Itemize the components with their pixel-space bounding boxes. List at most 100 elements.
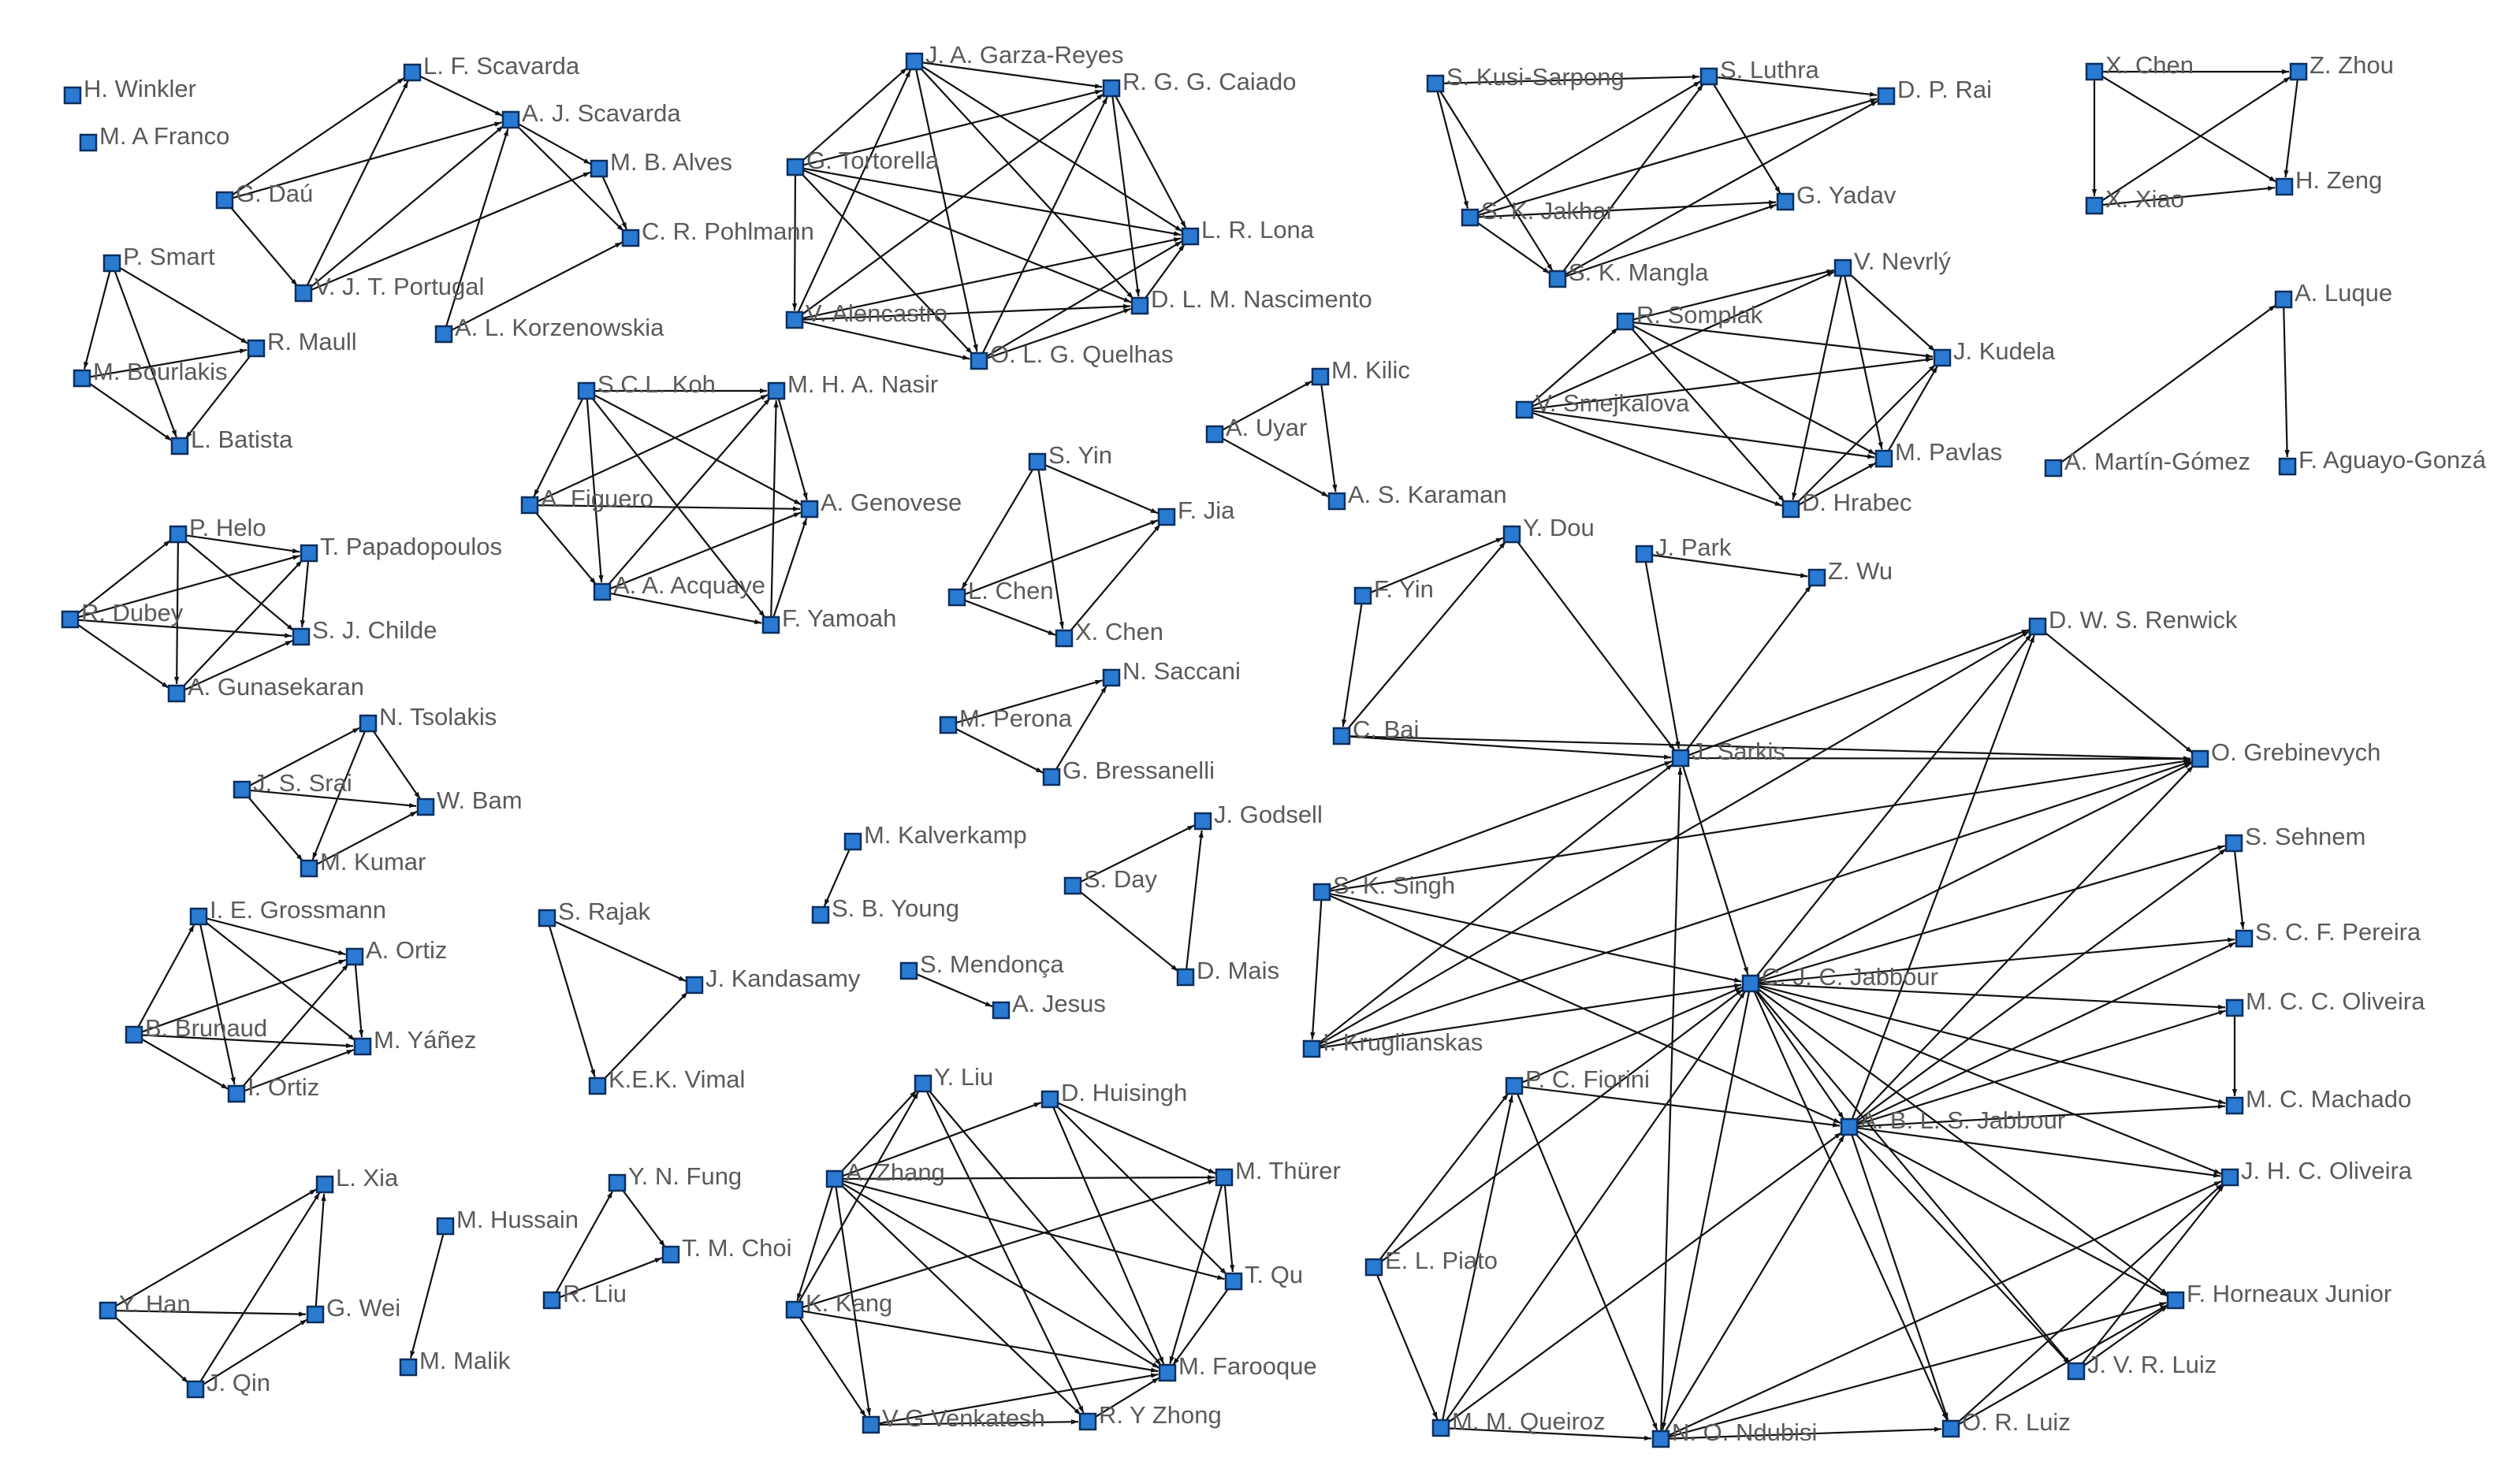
node-marker[interactable]: [2191, 749, 2209, 768]
node-marker[interactable]: [227, 1084, 246, 1103]
node-jsarkis[interactable]: J. Sarkis: [1671, 738, 1785, 768]
node-marker[interactable]: [1181, 227, 1200, 246]
node-marker[interactable]: [359, 714, 378, 733]
node-jssrai[interactable]: J. S. Srai: [233, 769, 352, 799]
node-marker[interactable]: [1431, 1418, 1450, 1437]
node-psmart[interactable]: P. Smart: [102, 243, 215, 273]
node-marker[interactable]: [1353, 586, 1372, 605]
node-marker[interactable]: [215, 191, 234, 210]
node-marker[interactable]: [811, 905, 830, 924]
node-syin[interactable]: S. Yin: [1028, 441, 1112, 471]
node-marker[interactable]: [1102, 79, 1121, 98]
node-skmangla[interactable]: S. K. Mangla: [1548, 258, 1709, 288]
node-marker[interactable]: [939, 716, 958, 734]
node-lfscavarda[interactable]: L. F. Scavarda: [403, 52, 580, 82]
node-gdau[interactable]: G. Daú: [215, 180, 313, 210]
node-gtortorella[interactable]: G. Tortorella: [786, 147, 940, 177]
node-myanez[interactable]: M. Yáñez: [353, 1026, 476, 1056]
node-jpark[interactable]: J. Park: [1635, 534, 1732, 563]
node-marker[interactable]: [542, 1291, 561, 1310]
node-skjakhar[interactable]: S. K. Jakhar: [1461, 197, 1614, 227]
node-marker[interactable]: [61, 610, 80, 629]
node-marker[interactable]: [1671, 749, 1690, 768]
node-rmaull[interactable]: R. Maull: [247, 328, 357, 358]
node-aluque[interactable]: A. Luque: [2274, 279, 2392, 309]
node-pcfiorini[interactable]: P. C. Fiorini: [1505, 1065, 1650, 1095]
node-valencastro[interactable]: V. Alencastro: [785, 299, 947, 329]
node-marker[interactable]: [1874, 449, 1893, 468]
node-mkalverkamp[interactable]: M. Kalverkamp: [843, 821, 1027, 851]
node-mcmachado[interactable]: M. C. Machado: [2225, 1085, 2411, 1115]
node-marker[interactable]: [1741, 974, 1760, 993]
node-marker[interactable]: [501, 110, 520, 129]
node-marker[interactable]: [1699, 67, 1718, 86]
node-marker[interactable]: [102, 254, 121, 273]
node-tpapadopoulos[interactable]: T. Papadopoulos: [300, 533, 502, 563]
node-marker[interactable]: [992, 1001, 1011, 1020]
node-mkumar[interactable]: M. Kumar: [300, 848, 426, 878]
node-marker[interactable]: [825, 1169, 844, 1188]
node-marker[interactable]: [353, 1037, 372, 1056]
node-elpiato[interactable]: E. L. Piato: [1364, 1247, 1498, 1277]
node-marker[interactable]: [1312, 883, 1331, 902]
node-marker[interactable]: [403, 63, 422, 82]
node-marker[interactable]: [785, 1300, 804, 1319]
node-marker[interactable]: [300, 544, 318, 563]
node-agenovese[interactable]: A. Genovese: [800, 489, 962, 519]
node-sjchilde[interactable]: S. J. Childe: [292, 616, 437, 646]
node-ablsjabbour[interactable]: A. B. L. S. Jabbour: [1840, 1106, 2065, 1136]
node-marker[interactable]: [1781, 500, 1800, 519]
node-marker[interactable]: [2220, 1168, 2239, 1187]
node-marker[interactable]: [1028, 452, 1047, 471]
node-marker[interactable]: [767, 381, 786, 400]
node-marker[interactable]: [2044, 459, 2063, 478]
node-jvrluiz[interactable]: J. V. R. Luiz: [2067, 1351, 2217, 1381]
node-nondubisi[interactable]: N. O. Ndubisi: [1651, 1418, 1817, 1448]
node-marker[interactable]: [1461, 208, 1480, 227]
node-dmais[interactable]: D. Mais: [1176, 957, 1279, 987]
node-marker[interactable]: [1042, 768, 1061, 786]
node-marker[interactable]: [2224, 834, 2243, 853]
node-cjcjabbour[interactable]: C. J. C. Jabbour: [1741, 963, 1938, 993]
node-mperona[interactable]: M. Perona: [939, 705, 1073, 734]
node-marker[interactable]: [2275, 177, 2294, 196]
node-marker[interactable]: [1215, 1168, 1234, 1187]
node-mfarooque[interactable]: M. Farooque: [1158, 1352, 1317, 1382]
node-marker[interactable]: [1502, 525, 1521, 544]
node-gwei[interactable]: G. Wei: [306, 1294, 400, 1324]
node-dhuisingh[interactable]: D. Huisingh: [1040, 1079, 1187, 1109]
node-marker[interactable]: [1933, 348, 1952, 367]
node-lxia[interactable]: L. Xia: [315, 1164, 399, 1194]
node-marker[interactable]: [345, 947, 364, 966]
node-marker[interactable]: [399, 1358, 418, 1377]
node-gbressanelli[interactable]: G. Bressanelli: [1042, 757, 1215, 786]
node-marker[interactable]: [233, 780, 251, 799]
node-marker[interactable]: [862, 1415, 880, 1434]
node-dlmnascimento[interactable]: D. L. M. Nascimento: [1130, 285, 1372, 315]
node-marker[interactable]: [1776, 192, 1795, 211]
node-zwu[interactable]: Z. Wu: [1807, 557, 1893, 587]
node-azhang[interactable]: A. Zhang: [825, 1158, 945, 1188]
node-hzeng[interactable]: H. Zeng: [2275, 166, 2382, 196]
node-marker[interactable]: [899, 961, 918, 980]
node-marker[interactable]: [1102, 668, 1121, 687]
node-mmalik[interactable]: M. Malik: [399, 1347, 511, 1377]
node-jagarzareyes[interactable]: J. A. Garza-Reyes: [905, 41, 1124, 71]
node-marker[interactable]: [800, 500, 819, 519]
node-sbyoung[interactable]: S. B. Young: [811, 894, 959, 924]
node-marker[interactable]: [1193, 812, 1212, 831]
node-marker[interactable]: [1941, 1419, 1960, 1438]
node-marker[interactable]: [520, 496, 539, 515]
node-kekvimal[interactable]: K.E.K. Vimal: [588, 1065, 745, 1095]
node-marker[interactable]: [2166, 1291, 2185, 1310]
node-afiguero[interactable]: A. Figuero: [520, 485, 653, 515]
node-ntsolakis[interactable]: N. Tsolakis: [359, 703, 497, 733]
node-marker[interactable]: [785, 310, 804, 329]
node-ynfung[interactable]: Y. N. Fung: [608, 1162, 742, 1192]
node-crpohlmann[interactable]: C. R. Pohlmann: [621, 217, 814, 247]
node-srajak[interactable]: S. Rajak: [538, 898, 651, 928]
node-marker[interactable]: [2067, 1362, 2086, 1381]
node-marker[interactable]: [685, 976, 704, 995]
node-marker[interactable]: [1548, 270, 1567, 288]
node-zzhou[interactable]: Z. Zhou: [2289, 51, 2394, 81]
